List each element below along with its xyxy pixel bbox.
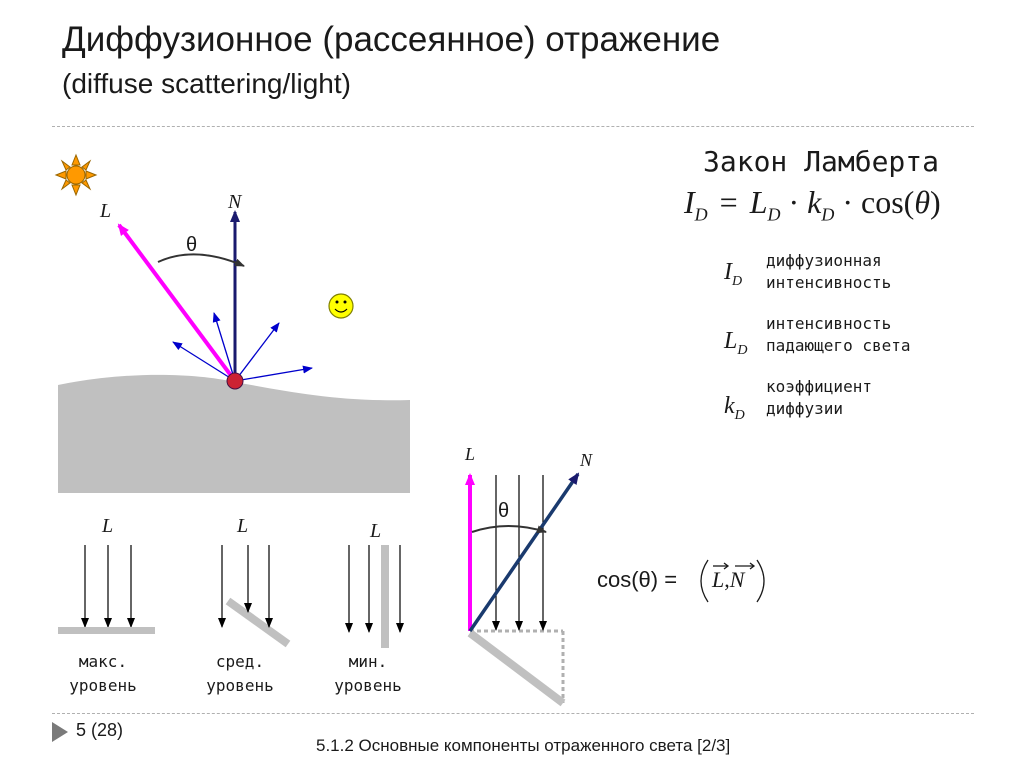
level-max-L: L (102, 515, 114, 537)
level-mid-L: L (237, 515, 249, 537)
right-theta-label: θ (498, 500, 510, 522)
formula-I: I (684, 184, 695, 220)
contact-point (226, 372, 244, 390)
footer-section-title: 5.1.2 Основные компоненты отраженного св… (316, 736, 731, 755)
formula-L-sub: D (767, 204, 781, 225)
level-max-text: макс. уровень (69, 652, 137, 695)
right-incident-label: L (465, 444, 476, 464)
level-diagram-min (345, 545, 404, 648)
formula-I-sub: D (694, 204, 708, 225)
formula-close: ) (930, 184, 941, 220)
slide-title: Диффузионное (рассеянное) отражение (62, 20, 721, 59)
header-divider (52, 126, 974, 127)
cos-formula-lhs: cos(θ) = (597, 567, 678, 592)
formula-eq: = (719, 184, 738, 220)
cos-formula-rhs: L,N (712, 567, 745, 592)
lambert-title: Закон Ламберта (703, 145, 940, 178)
level-min-text: мин. уровень (334, 652, 402, 695)
formula-dot1: · (788, 184, 800, 220)
legend-symbol-ID: ID (724, 259, 743, 289)
incident-ray (117, 223, 237, 383)
formula-theta: θ (914, 184, 931, 220)
smiley-icon (328, 293, 354, 319)
theta-label: θ (186, 234, 198, 256)
nav-triangle-icon[interactable] (52, 722, 68, 742)
slide-subtitle: (diffuse scattering/light) (62, 68, 351, 99)
slide-number: 5 (28) (76, 720, 124, 740)
lambert-formula: ID = LD · kD · cos(θ) (684, 184, 941, 225)
right-normal-label: N (580, 450, 593, 470)
legend-symbol-kD: kD (724, 393, 745, 423)
formula-k-sub: D (821, 204, 835, 225)
cosine-diagram (465, 472, 580, 707)
level-mid-text: сред. уровень (206, 652, 274, 695)
formula-dot2: · (842, 184, 854, 220)
cos-formula-decor (700, 559, 765, 603)
theta-arc (157, 253, 245, 267)
sun-icon (54, 153, 98, 197)
footer-divider (52, 713, 974, 714)
level-diagram-mid (218, 545, 291, 648)
surface (58, 374, 410, 493)
formula-cos: cos( (861, 184, 915, 220)
level-min-L: L (370, 520, 382, 542)
legend-symbol-LD: LD (724, 328, 748, 358)
normal-label: N (228, 191, 242, 213)
formula-L: L (749, 184, 768, 220)
scatter-rays (172, 312, 313, 382)
formula-k: k (807, 184, 822, 220)
incident-label: L (100, 200, 112, 222)
level-diagram-max (58, 545, 155, 634)
